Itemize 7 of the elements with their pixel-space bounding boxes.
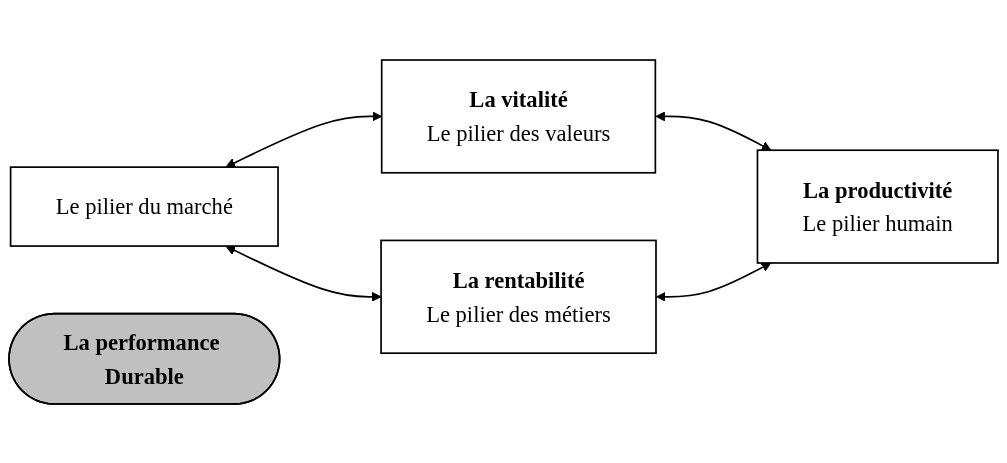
node-box: La rentabilité Le pilier des métiers [380, 239, 657, 354]
node-box: Le pilier du marché [9, 165, 279, 247]
node-box: La productivité Le pilier humain [756, 148, 999, 264]
arrow [225, 245, 382, 302]
node-box: La vitalité Le pilier des valeurs [380, 58, 657, 174]
arrow [655, 110, 772, 151]
arrow [656, 262, 772, 302]
